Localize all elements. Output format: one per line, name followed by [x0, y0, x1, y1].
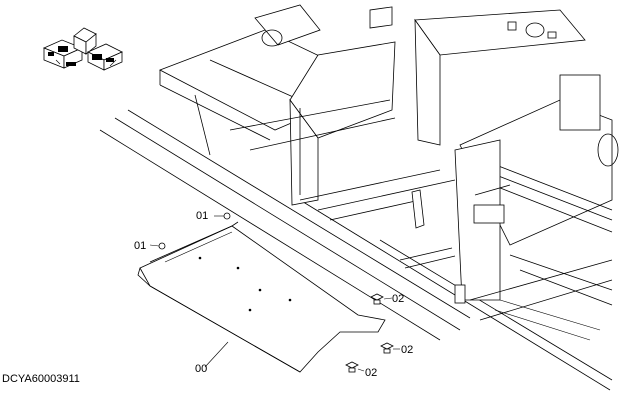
callout-02-bottom: 02	[365, 367, 377, 379]
callout-00-plate: 00	[195, 363, 207, 375]
drawing-code: DCYA60003911	[2, 373, 80, 385]
bolt-01-top	[223, 212, 231, 220]
callout-01-top: 01	[196, 210, 208, 222]
machine-location-icon	[42, 27, 123, 71]
bolts	[158, 212, 394, 373]
callout-labels: 01 01 02 02 02 00	[134, 210, 413, 379]
bolt-01-left	[158, 242, 166, 250]
callout-01-left: 01	[134, 240, 146, 252]
bolt-02-right	[380, 342, 394, 354]
machine-frame	[99, 4, 619, 391]
floor-plate-part	[137, 221, 386, 373]
callout-02-middle: 02	[392, 293, 404, 305]
bolt-02-middle	[370, 293, 384, 305]
leader-lines	[149, 215, 400, 372]
callout-02-right: 02	[401, 344, 413, 356]
bolt-02-bottom	[345, 361, 359, 373]
